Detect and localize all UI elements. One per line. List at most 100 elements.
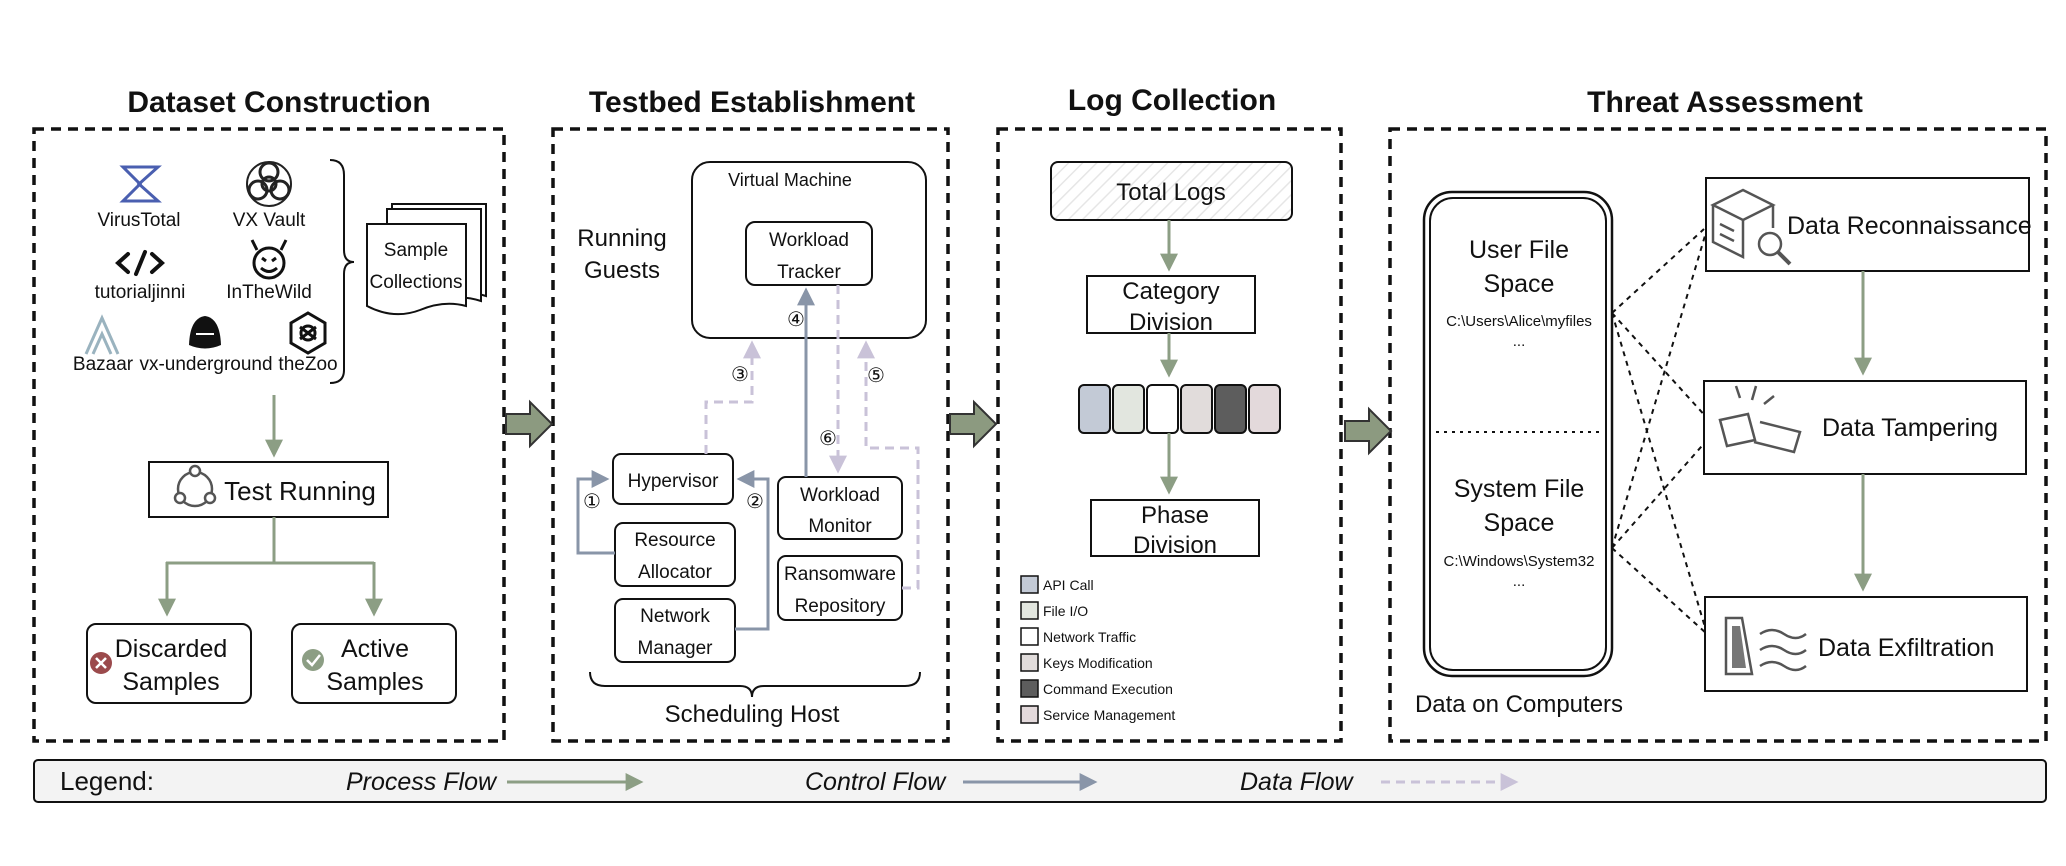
- source-tutorialjinni: tutorialjinni: [95, 282, 186, 303]
- cross-circle-icon: [90, 652, 112, 674]
- broken-document-icon: [1718, 385, 1802, 454]
- step-2: ②: [746, 491, 764, 513]
- network-manager-label-2: Manager: [638, 638, 714, 659]
- box-magnifier-icon: [1710, 188, 1792, 266]
- source-inthewild: InTheWild: [226, 282, 312, 303]
- biohazard-icon: [246, 161, 292, 207]
- workload-tracker-box: [745, 221, 873, 286]
- user-space-label-2: Space: [1484, 270, 1555, 298]
- legend-swatch-service: [1020, 705, 1039, 724]
- total-logs-label: Total Logs: [1116, 179, 1225, 206]
- legend-swatch-network: [1020, 627, 1039, 646]
- source-bazaar: Bazaar: [73, 354, 134, 375]
- virustotal-icon: [119, 165, 162, 203]
- legend-label: Legend:: [60, 766, 154, 796]
- step-1: ①: [583, 491, 601, 513]
- reconnaissance-box: [1705, 177, 2030, 272]
- category-legend: API Call File I/O Network Traffic Keys M…: [1020, 575, 1175, 724]
- legend-network: Network Traffic: [1043, 629, 1136, 645]
- threat-panel: [1388, 127, 2048, 743]
- data-on-computers-label: Data on Computers: [1415, 691, 1623, 718]
- computer-data-box-inner: [1429, 197, 1607, 671]
- active-samples-label-2: Samples: [326, 668, 423, 696]
- category-block-api: [1078, 384, 1111, 434]
- category-block-network: [1146, 384, 1179, 434]
- phase-division-label: Phase: [1141, 502, 1209, 529]
- threat-title: Threat Assessment: [1587, 86, 1863, 119]
- source-virustotal: VirusTotal: [97, 210, 180, 231]
- dataset-panel: [32, 127, 506, 743]
- data-flow-5: [857, 340, 920, 590]
- scheduling-host-label: Scheduling Host: [665, 701, 840, 728]
- data-flow-3: [704, 340, 761, 454]
- flow-test-split: [166, 517, 374, 565]
- network-manager-label: Network: [640, 606, 710, 627]
- system-space-label-2: Space: [1484, 509, 1555, 537]
- exfiltration-icon: [1724, 616, 1807, 676]
- test-running-label: Test Running: [224, 476, 376, 506]
- stage-arrow-1: [505, 399, 554, 449]
- active-samples-box: [291, 623, 457, 704]
- legend-data-label: Data Flow: [1240, 768, 1354, 796]
- legend-swatch-api: [1020, 575, 1039, 594]
- workload-monitor-box: [777, 476, 903, 540]
- discarded-samples-label: Discarded: [115, 635, 228, 663]
- resource-allocator-label-2: Allocator: [638, 562, 713, 583]
- testbed-title: Testbed Establishment: [589, 86, 915, 119]
- workload-tracker-label-2: Tracker: [777, 262, 841, 283]
- exfiltration-box: [1704, 596, 2028, 692]
- legend-command: Command Execution: [1043, 681, 1173, 697]
- resource-allocator-label: Resource: [634, 530, 715, 551]
- source-thezoo: theZoo: [278, 354, 337, 375]
- category-block-service: [1248, 384, 1281, 434]
- exfiltration-label: Data Exfiltration: [1818, 634, 1994, 662]
- discarded-samples-box: [86, 623, 252, 704]
- legend-file: File I/O: [1043, 603, 1088, 619]
- category-division-box: [1086, 275, 1256, 334]
- workload-tracker-label: Workload: [769, 230, 849, 251]
- check-circle-icon: [302, 649, 324, 671]
- system-path: C:\Windows\System32: [1444, 553, 1595, 570]
- legend-service: Service Management: [1043, 707, 1175, 723]
- hypervisor-box: [612, 453, 734, 505]
- code-icon: [115, 250, 165, 276]
- running-guests-label: Running: [577, 225, 666, 252]
- cycle-icon: [173, 464, 217, 508]
- threat-connectors: [1611, 228, 1719, 635]
- user-space-label: User File: [1469, 236, 1569, 264]
- user-path: C:\Users\Alice\myfiles: [1446, 313, 1592, 330]
- control-flow-1: [576, 470, 615, 555]
- step-5: ⑤: [867, 365, 885, 387]
- sources-brace: [329, 159, 355, 384]
- legend-api: API Call: [1043, 577, 1094, 593]
- user-ellipsis: ...: [1513, 333, 1526, 350]
- devil-icon: [250, 239, 288, 280]
- legend-swatch-file: [1020, 601, 1039, 620]
- hooded-figure-icon: [189, 316, 221, 349]
- category-division-label-2: Division: [1129, 309, 1213, 336]
- tampering-label: Data Tampering: [1822, 414, 1998, 442]
- logs-title: Log Collection: [1068, 84, 1276, 117]
- hexagon-biohazard-icon: [289, 311, 327, 355]
- source-vx-vault: VX Vault: [233, 210, 306, 231]
- category-block-file: [1112, 384, 1145, 434]
- step-6: ⑥: [819, 428, 837, 450]
- legend-keys: Keys Modification: [1043, 655, 1153, 671]
- stage-arrow-3: [1344, 406, 1393, 456]
- step-3: ③: [731, 364, 749, 386]
- system-ellipsis: ...: [1513, 573, 1526, 590]
- workload-monitor-label: Workload: [800, 485, 880, 506]
- total-logs-box: [1050, 161, 1293, 221]
- computer-data-box: [1422, 190, 1614, 678]
- workload-monitor-label-2: Monitor: [808, 516, 872, 537]
- hypervisor-label: Hypervisor: [628, 471, 719, 492]
- legend-swatch-command: [1020, 679, 1039, 698]
- running-guests-label-2: Guests: [584, 257, 660, 284]
- legend-swatch-keys: [1020, 653, 1039, 672]
- category-block-command: [1214, 384, 1247, 434]
- legend-control-label: Control Flow: [805, 768, 947, 796]
- control-flow-2: [735, 470, 770, 631]
- ransomware-repository-label: Ransomware: [784, 564, 896, 585]
- phase-division-box: [1090, 499, 1260, 557]
